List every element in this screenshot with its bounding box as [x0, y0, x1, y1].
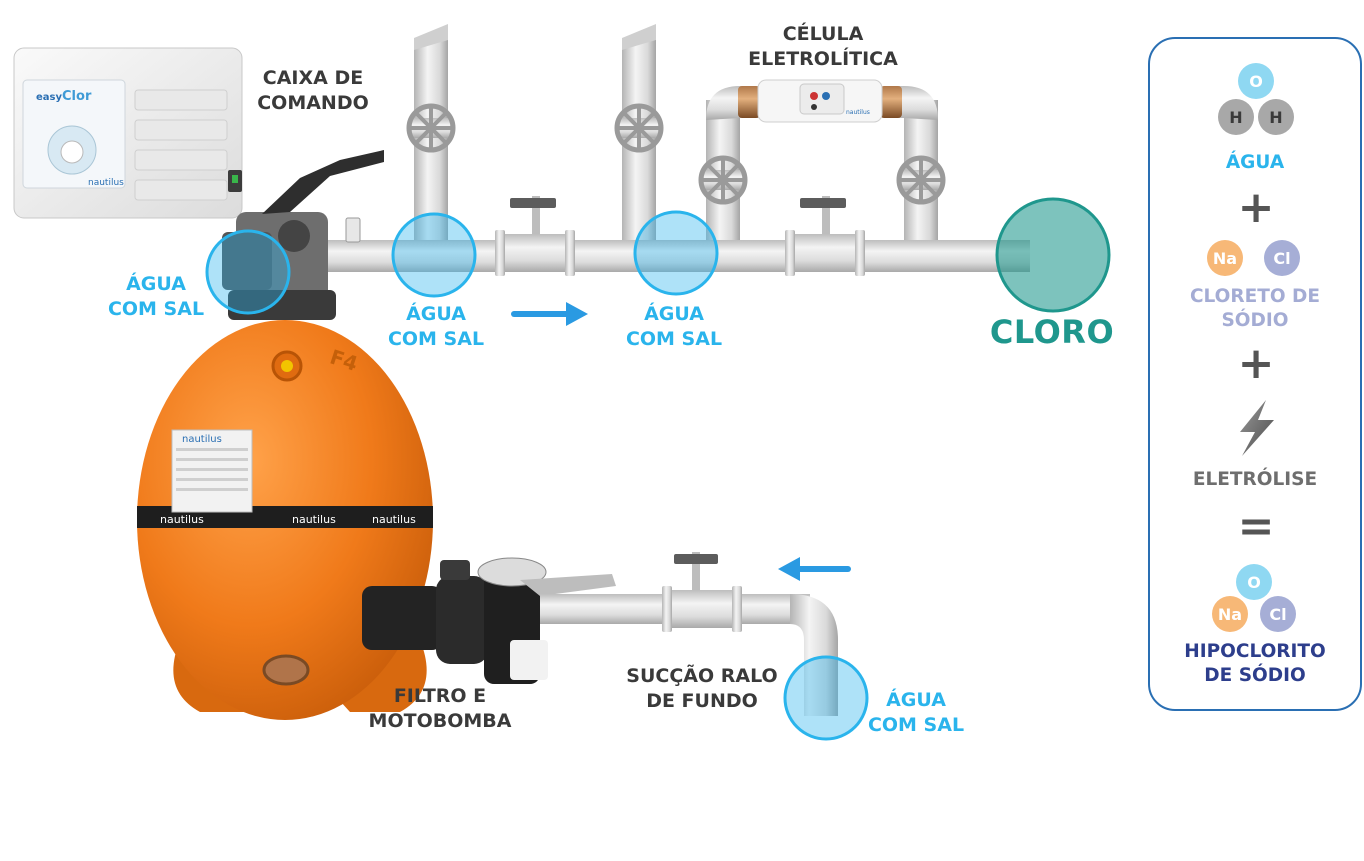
wheel-valve-4	[896, 155, 946, 205]
chlorine-circle	[995, 197, 1111, 313]
label-agua-1-line-1: ÁGUA	[126, 273, 186, 295]
main-pipe	[290, 230, 1030, 276]
lightning-icon	[1240, 400, 1274, 456]
panel-hipoclorito-line-2: DE SÓDIO	[1204, 665, 1306, 686]
wheel-valve-1	[406, 103, 456, 153]
valve-handle-1	[510, 196, 556, 234]
label-caixa-de-comando: CAIXA DE COMANDO	[248, 66, 378, 116]
panel-equals: =	[1237, 501, 1275, 552]
label-agua-1-line-2: COM SAL	[107, 298, 205, 320]
panel-cloreto-label: CLORETO DE SÓDIO	[1145, 285, 1364, 333]
label-filtro-line-1: FILTRO E	[393, 685, 487, 707]
label-celula-eletrolitica: CÉLULA ELETROLÍTICA	[733, 22, 913, 72]
filter-band-brand-3: nautilus	[372, 513, 416, 526]
panel-hipoclorito-line-1: HIPOCLORITO	[1184, 641, 1326, 662]
label-agua-com-sal-3: ÁGUA COM SAL	[614, 302, 734, 352]
label-cloro: CLORO	[989, 313, 1115, 351]
label-agua-3-line-1: ÁGUA	[644, 303, 704, 325]
atom-oxygen-hypochlorite: O	[1236, 564, 1272, 600]
panel-plus-2: +	[1237, 338, 1275, 389]
label-celula-line-1: CÉLULA	[782, 23, 864, 45]
label-caixa-line-2: COMANDO	[257, 92, 369, 114]
reaction-panel	[1148, 37, 1362, 711]
wheel-valve-3	[698, 155, 748, 205]
water-circle-suction	[783, 655, 869, 741]
electrolytic-cell	[738, 79, 902, 123]
atom-sodium-hypochlorite: Na	[1212, 596, 1248, 632]
wheel-valve-2	[614, 103, 664, 153]
atom-hydrogen-1: H	[1218, 99, 1254, 135]
label-succao-line-2: DE FUNDO	[646, 690, 758, 712]
panel-hipoclorito-label: HIPOCLORITO DE SÓDIO	[1145, 640, 1364, 688]
control-box	[13, 47, 243, 219]
atom-oxygen-water: O	[1238, 63, 1274, 99]
sand-filter	[137, 320, 433, 720]
label-agua-com-sal-4: ÁGUA COM SAL	[856, 688, 976, 738]
atom-hydrogen-2: H	[1258, 99, 1294, 135]
multiport-valve	[222, 150, 384, 320]
panel-eletrolise-label: ELETRÓLISE	[1192, 469, 1318, 490]
filter-band-brand-2: nautilus	[292, 513, 336, 526]
flow-arrow-left-icon	[778, 557, 851, 581]
atom-chloride-nacl: Cl	[1264, 240, 1300, 276]
label-agua-com-sal-2: ÁGUA COM SAL	[376, 302, 496, 352]
box-logo: easyClor	[36, 89, 92, 104]
label-succao-ralo-de-fundo: SUCÇÃO RALO DE FUNDO	[612, 664, 792, 714]
label-agua-3-line-2: COM SAL	[625, 328, 723, 350]
label-filtro-e-motobomba: FILTRO E MOTOBOMBA	[352, 684, 528, 734]
panel-agua-label: ÁGUA	[1225, 152, 1285, 173]
label-agua-com-sal-1: ÁGUA COM SAL	[96, 272, 216, 322]
label-caixa-line-1: CAIXA DE	[262, 67, 364, 89]
label-agua-2-line-2: COM SAL	[387, 328, 485, 350]
valve-handle-2	[800, 196, 846, 234]
label-succao-line-1: SUCÇÃO RALO	[626, 665, 778, 687]
filter-band-brand-1: nautilus	[160, 513, 204, 526]
label-agua-4-line-1: ÁGUA	[886, 689, 946, 711]
panel-cloreto-line-2: SÓDIO	[1221, 310, 1289, 331]
label-agua-2-line-1: ÁGUA	[406, 303, 466, 325]
box-logo-clor: Clor	[62, 89, 92, 104]
label-filtro-line-2: MOTOBOMBA	[368, 710, 512, 732]
atom-sodium-nacl: Na	[1207, 240, 1243, 276]
suction-pipe	[540, 552, 838, 716]
water-circle-riser-1	[391, 212, 477, 298]
cell-brand: nautilus	[846, 109, 870, 116]
label-agua-4-line-2: COM SAL	[867, 714, 965, 736]
box-logo-easy: easy	[36, 92, 62, 103]
panel-cloreto-line-1: CLORETO DE	[1189, 286, 1321, 307]
label-celula-line-2: ELETROLÍTICA	[748, 48, 898, 70]
panel-plus-1: +	[1237, 182, 1275, 233]
filter-label-brand: nautilus	[182, 434, 222, 445]
water-circle-valve	[205, 229, 291, 315]
box-brand: nautilus	[88, 178, 124, 188]
pump	[362, 557, 616, 684]
water-circle-riser-2	[633, 210, 719, 296]
flow-arrow-right-icon	[511, 302, 588, 326]
atom-chloride-hypochlorite: Cl	[1260, 596, 1296, 632]
